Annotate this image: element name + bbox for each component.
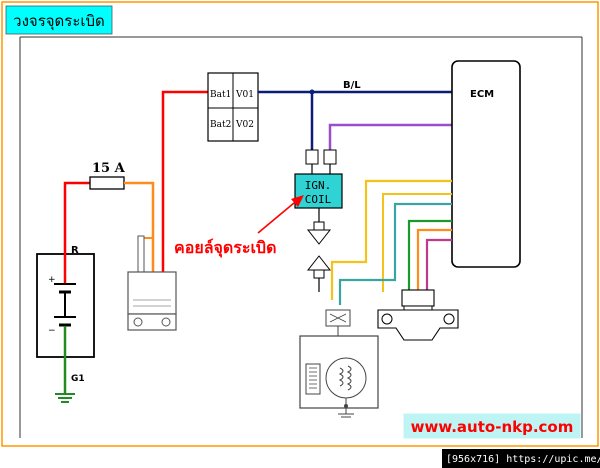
ign-coil-label-1: IGN.: [305, 179, 332, 192]
orange-wire-fuse-switch: [124, 181, 155, 272]
coil-output-arrow: [306, 208, 332, 245]
website-box: [403, 413, 581, 439]
pickup-input-arrow: [306, 255, 332, 292]
fuse-body: [89, 176, 125, 190]
website-text: www.auto-nkp.com: [411, 418, 574, 436]
callout-arrowhead: [291, 195, 304, 207]
callout-arrow-line: [257, 197, 301, 234]
throttle-sensor-connector: [377, 289, 459, 341]
pink-wire-ecm-tps: [425, 238, 452, 290]
yellow-wire-ecm-sensor-2: [382, 193, 452, 292]
relay-bat1: Bat1: [210, 90, 231, 100]
battery-plus-sign: +: [48, 275, 56, 285]
coil-pin-left: [305, 149, 319, 165]
red-wire-switch-relay: [161, 90, 208, 272]
battery-minus-sign: −: [48, 326, 56, 336]
yellow-wire-ecm-sensor: [330, 179, 452, 300]
ecm-label: ECM: [470, 89, 494, 100]
title-box: [5, 5, 113, 35]
teal-wire-ecm-sensor: [338, 202, 452, 305]
ign-coil-box: [294, 173, 343, 209]
battery-wire-label: R: [71, 245, 79, 256]
ground-label: G1: [71, 374, 85, 384]
relay-v01: V01: [235, 90, 254, 100]
outer-frame: [1, 1, 599, 447]
footer-bar: [442, 449, 600, 468]
title-text: วงจรจุดระเบิด: [13, 12, 105, 31]
green-wire-ecm-tps: [407, 219, 452, 290]
coil-pin-right: [323, 149, 337, 165]
fuse-label: 15 A: [92, 161, 126, 176]
ign-coil-label-2: COIL: [305, 193, 332, 206]
orange-wire-ecm-tps: [416, 228, 452, 290]
red-wire-battery-fuse: [63, 181, 90, 254]
relay-bat2: Bat2: [210, 120, 231, 130]
purple-wire-ecm-coil: [328, 123, 452, 150]
ecm-box: [451, 60, 521, 268]
bus-label: B/L: [343, 80, 361, 91]
crank-position-sensor: [299, 309, 379, 418]
coil-callout-text: คอยล์จุดระเบิด: [174, 238, 276, 258]
relay-v02: V02: [235, 120, 254, 130]
ignition-switch-connector: [127, 235, 177, 331]
footer-text: [956x716] https://upic.me/: [446, 454, 600, 465]
